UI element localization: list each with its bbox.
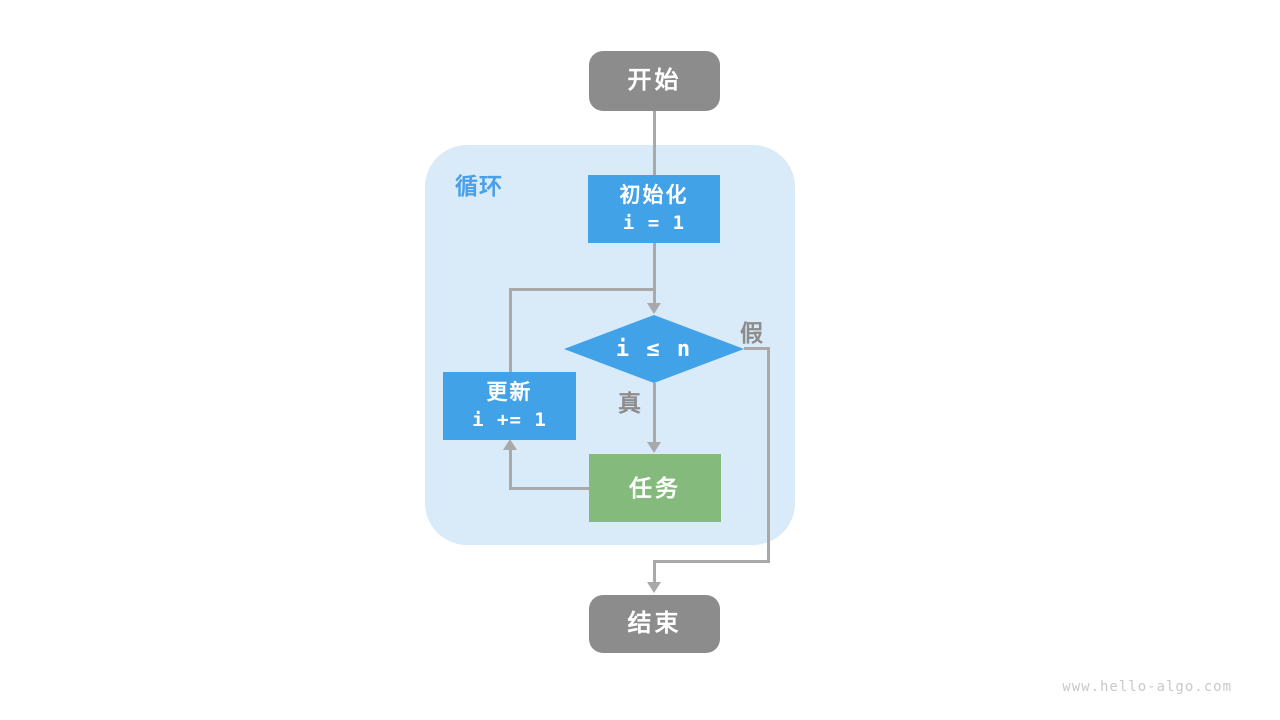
true-branch-label: 真 [618,390,641,416]
condition-node-label: i ≤ n [615,336,693,362]
arrowhead-into-update [503,439,517,450]
arrowhead-into-condition [647,303,661,314]
edge-false-horizontal [744,347,770,350]
edge-update-up [509,288,512,372]
edge-false-vertical [767,347,770,563]
init-node-title: 初始化 [619,183,689,207]
false-branch-label: 假 [740,320,763,346]
edge-start-to-init [653,111,656,175]
edge-update-feedback [509,288,655,291]
end-node: 结束 [589,595,720,653]
edge-into-end [653,560,656,583]
update-node-title: 更新 [486,380,533,404]
arrowhead-into-task [647,442,661,453]
edge-condition-to-task [653,383,656,443]
loop-region-label: 循环 [455,173,503,199]
edge-task-to-update-horizontal [510,487,589,490]
watermark-text: www.hello-algo.com [1062,679,1232,695]
task-node: 任务 [589,454,721,522]
init-node-code: i = 1 [622,211,686,234]
edge-task-to-update-vertical [509,449,512,490]
arrowhead-into-end [647,582,661,593]
task-node-label: 任务 [629,474,681,501]
update-node: 更新 i += 1 [443,372,576,440]
edge-init-to-condition [653,243,656,304]
start-node: 开始 [589,51,720,111]
end-node-label: 结束 [627,610,682,637]
init-node: 初始化 i = 1 [588,175,720,243]
update-node-code: i += 1 [472,408,547,431]
start-node-label: 开始 [627,67,682,94]
edge-false-bottom [653,560,770,563]
